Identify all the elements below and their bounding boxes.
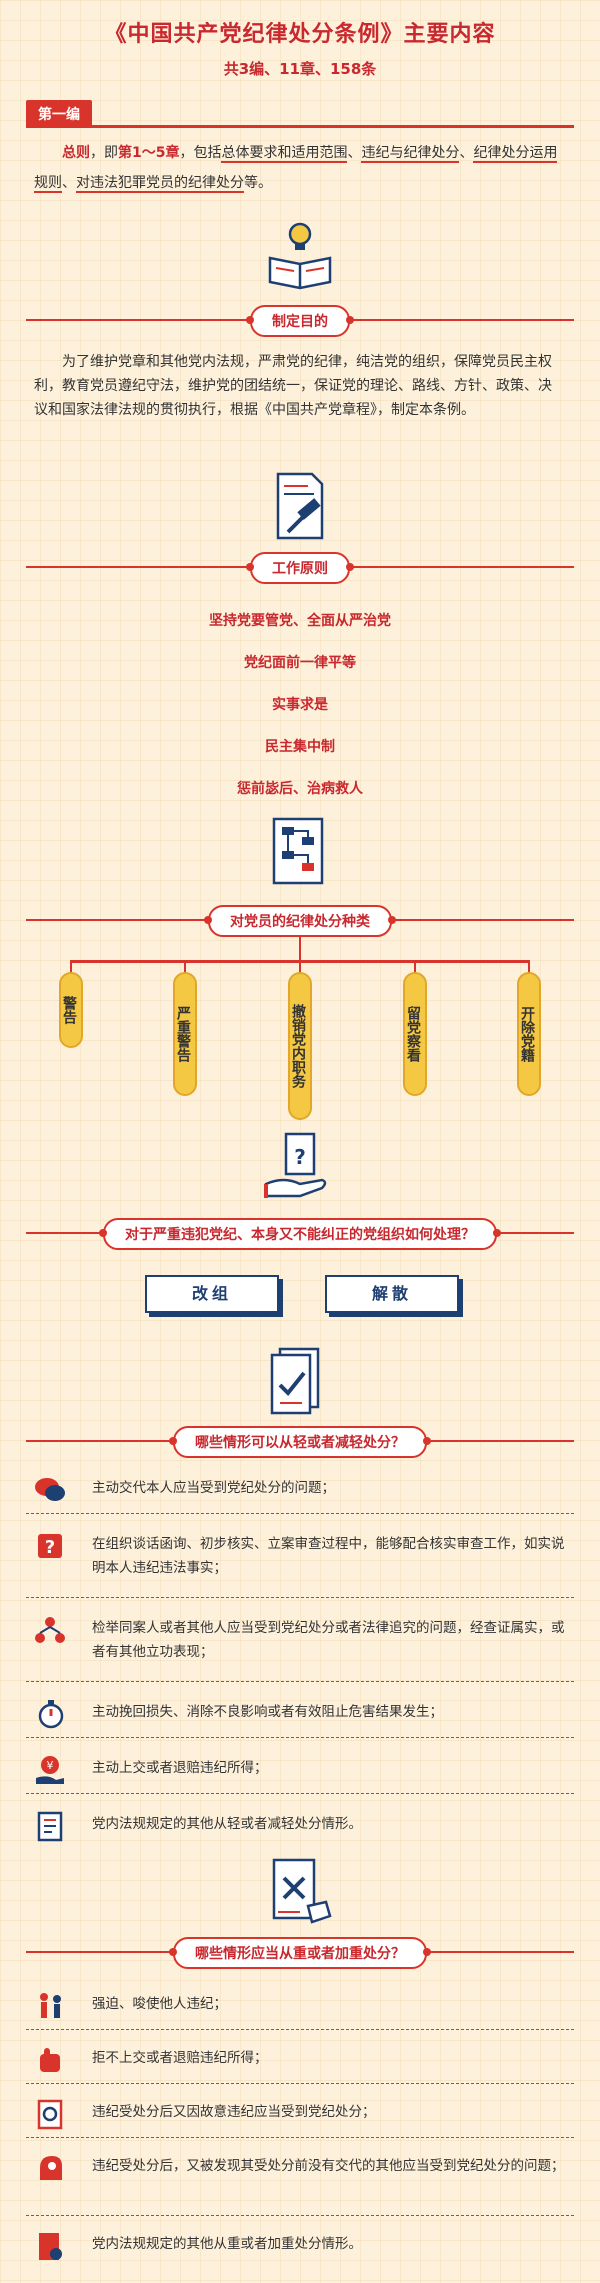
principles-header-label: 工作原则 xyxy=(246,552,354,584)
item-divider xyxy=(26,2083,574,2084)
item-divider xyxy=(26,2215,574,2216)
item-divider xyxy=(26,1597,574,1598)
intro-text: 、 xyxy=(459,145,474,161)
lighter-header-label: 哪些情形可以从轻或者减轻处分？ xyxy=(169,1426,431,1458)
section-divider xyxy=(26,125,574,128)
punishments-header-label: 对党员的纪律处分种类 xyxy=(204,905,396,937)
principles-header: 工作原则 xyxy=(26,552,574,584)
item-divider xyxy=(26,2029,574,2030)
purpose-text: 为了维护党章和其他党内法规，严肃党的纪律，纯洁党的组织，保障党员民主权利，教育党… xyxy=(34,354,552,418)
tree-stem xyxy=(414,960,416,974)
svg-text:?: ? xyxy=(294,1145,306,1169)
section-tag: 第一编 xyxy=(26,100,92,128)
stopwatch-icon xyxy=(38,1700,64,1729)
item-divider xyxy=(26,1513,574,1514)
intro-text: 、 xyxy=(347,145,362,161)
document-rules-icon xyxy=(37,1811,63,1842)
intro-text: ，即 xyxy=(90,145,118,161)
hand-document-icon: ? xyxy=(264,1132,327,1198)
tree-stem xyxy=(528,960,530,974)
heavier-header: 哪些情形应当从重或者加重处分？ xyxy=(26,1937,574,1969)
lighter-item-text: 主动挽回损失、消除不良影响或者有效阻止危害结果发生； xyxy=(92,1704,443,1720)
lighter-item-text: 在组织谈话函询、初步核实、立案审查过程中，能够配合核实审查工作，如实说明本人违纪… xyxy=(92,1536,565,1576)
reorganize-button[interactable]: 改组 xyxy=(145,1275,279,1313)
lighter-item-text: 党内法规规定的其他从轻或者减轻处分情形。 xyxy=(92,1816,362,1832)
purpose-header: 制定目的 xyxy=(26,305,574,337)
page-subtitle: 共3编、11章、158条 xyxy=(223,60,377,78)
tree-stem xyxy=(299,935,301,961)
book-lightbulb-icon xyxy=(268,222,332,290)
head-gear-icon xyxy=(40,2156,62,2180)
item-divider xyxy=(26,1737,574,1738)
repeat-document-icon xyxy=(37,2099,63,2130)
lighter-item-text: 主动上交或者退赔违纪所得； xyxy=(92,1760,268,1776)
tree-stem xyxy=(184,960,186,974)
serious-header: 对于严重违犯党纪、本身又不能纠正的党组织如何处理？ xyxy=(26,1218,574,1250)
item-divider xyxy=(26,2137,574,2138)
heavier-item-text: 拒不上交或者退赔违纪所得； xyxy=(92,2050,268,2066)
principle-item: 民主集中制 xyxy=(265,739,335,755)
tree-stem xyxy=(70,960,72,974)
lighter-header: 哪些情形可以从轻或者减轻处分？ xyxy=(26,1426,574,1458)
dissolve-button[interactable]: 解散 xyxy=(325,1275,459,1313)
punishment-item: 严重警告 xyxy=(173,972,197,1096)
intro-text: 、 xyxy=(62,175,76,191)
punishment-item: 警告 xyxy=(59,972,83,1048)
intro-underline: 违纪与纪律处分 xyxy=(361,145,460,163)
punishment-item: 撤销党内职务 xyxy=(288,972,312,1120)
principle-item: 坚持党要管党、全面从严治党 xyxy=(209,613,391,629)
item-divider xyxy=(26,1681,574,1682)
cross-document-icon xyxy=(272,1858,332,1924)
people-network-icon xyxy=(35,1617,65,1643)
principle-item: 实事求是 xyxy=(272,697,328,713)
svg-text:¥: ¥ xyxy=(47,1759,54,1772)
serious-header-label: 对于严重违犯党纪、本身又不能纠正的党组织如何处理？ xyxy=(99,1218,501,1250)
intro-underline: 总体要求和适用范围 xyxy=(221,145,348,163)
page-title: 《中国共产党纪律处分条例》主要内容 xyxy=(104,22,496,47)
purpose-header-label: 制定目的 xyxy=(246,305,354,337)
part1-intro: 总则，即第1～5章，包括总体要求和适用范围、违纪与纪律处分、纪律处分运用规则、对… xyxy=(34,138,564,198)
punishment-item: 留党察看 xyxy=(403,972,427,1096)
flowchart-document-icon xyxy=(272,817,324,885)
intro-underline: 对违法犯罪党员的纪律处分 xyxy=(76,175,244,193)
tree-stem xyxy=(299,960,301,974)
chat-bubbles-icon xyxy=(35,1478,65,1501)
intro-text: ，包括 xyxy=(179,145,222,161)
heavier-item-text: 强迫、唆使他人违纪； xyxy=(92,1996,227,2012)
punishment-item: 开除党籍 xyxy=(517,972,541,1096)
principle-item: 惩前毖后、治病救人 xyxy=(237,781,363,797)
heavier-item-text: 违纪受处分后又因故意违纪应当受到党纪处分； xyxy=(92,2104,376,2120)
heavier-header-label: 哪些情形应当从重或者加重处分？ xyxy=(169,1937,431,1969)
intro-bold: 总则 xyxy=(62,145,90,161)
people-coercion-icon xyxy=(40,1993,61,2018)
coin-hand-icon: ¥ xyxy=(36,1756,64,1784)
heavier-item-text: 违纪受处分后，又被发现其受处分前没有交代的其他应当受到党纪处分的问题； xyxy=(92,2158,565,2174)
document-stamp-icon xyxy=(39,2233,62,2260)
intro-bold: 第1～5章 xyxy=(118,145,180,161)
intro-underline: 纪律处分运用规则 xyxy=(34,145,558,193)
svg-text:?: ? xyxy=(45,1537,55,1558)
principle-item: 党纪面前一律平等 xyxy=(244,655,356,671)
lighter-item-text: 检举同案人或者其他人应当受到党纪处分或者法律追究的问题，经查证属实，或者有其他立… xyxy=(92,1620,565,1660)
intro-text: 等。 xyxy=(244,175,272,191)
item-divider xyxy=(26,1793,574,1794)
refuse-hand-icon xyxy=(40,2048,60,2072)
punishments-header: 对党员的纪律处分种类 xyxy=(26,905,574,937)
checklist-icon xyxy=(270,1347,320,1415)
question-mark-icon: ? xyxy=(38,1534,62,1558)
document-gavel-icon xyxy=(276,472,324,540)
lighter-item-text: 主动交代本人应当受到党纪处分的问题； xyxy=(92,1480,335,1496)
heavier-item-text: 党内法规规定的其他从重或者加重处分情形。 xyxy=(92,2236,362,2252)
